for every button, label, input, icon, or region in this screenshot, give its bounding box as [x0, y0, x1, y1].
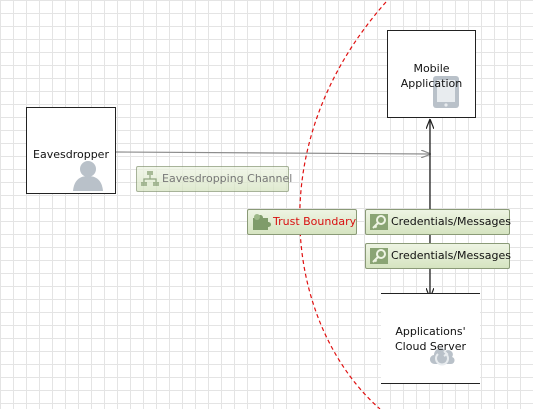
- credentials-messages-label-2: Credentials/Messages: [391, 249, 511, 262]
- cloud-icon: [429, 348, 455, 366]
- eavesdropping-channel-tag[interactable]: Eavesdropping Channel: [136, 166, 293, 192]
- cloud-server-bottom-line: [381, 383, 480, 384]
- credentials-messages-tag-1[interactable]: Credentials/Messages: [365, 209, 511, 235]
- cloud-server-label-line2: Cloud Server: [395, 340, 466, 353]
- key-icon: [370, 214, 388, 230]
- credentials-messages-label-1: Credentials/Messages: [391, 215, 511, 228]
- key-icon: [370, 248, 388, 264]
- puzzle-icon: [253, 214, 271, 230]
- trust-boundary-tag[interactable]: Trust Boundary: [247, 209, 357, 235]
- mobile-application-label-line2: Application: [400, 77, 463, 90]
- cloud-server-label-line1: Applications': [395, 325, 466, 338]
- trust-boundary-arc[interactable]: [299, 1, 387, 409]
- eavesdropping-channel-connector[interactable]: [114, 152, 430, 154]
- mobile-application-node[interactable]: Mobile Application: [387, 30, 476, 118]
- flow-icon: [141, 171, 159, 186]
- mobile-application-label-line1: Mobile: [413, 62, 450, 75]
- eavesdropping-channel-label: Eavesdropping Channel: [162, 172, 293, 185]
- trust-boundary-label: Trust Boundary: [273, 215, 357, 228]
- cloud-server-node[interactable]: Applications' Cloud Server: [381, 293, 480, 384]
- eavesdropper-label: Eavesdropper: [33, 148, 109, 161]
- eavesdropper-node[interactable]: Eavesdropper: [26, 107, 116, 194]
- tablet-icon: [433, 76, 459, 108]
- cloud-server-top-line: [381, 293, 480, 294]
- credentials-messages-tag-2[interactable]: Credentials/Messages: [365, 243, 511, 269]
- user-icon: [73, 161, 103, 191]
